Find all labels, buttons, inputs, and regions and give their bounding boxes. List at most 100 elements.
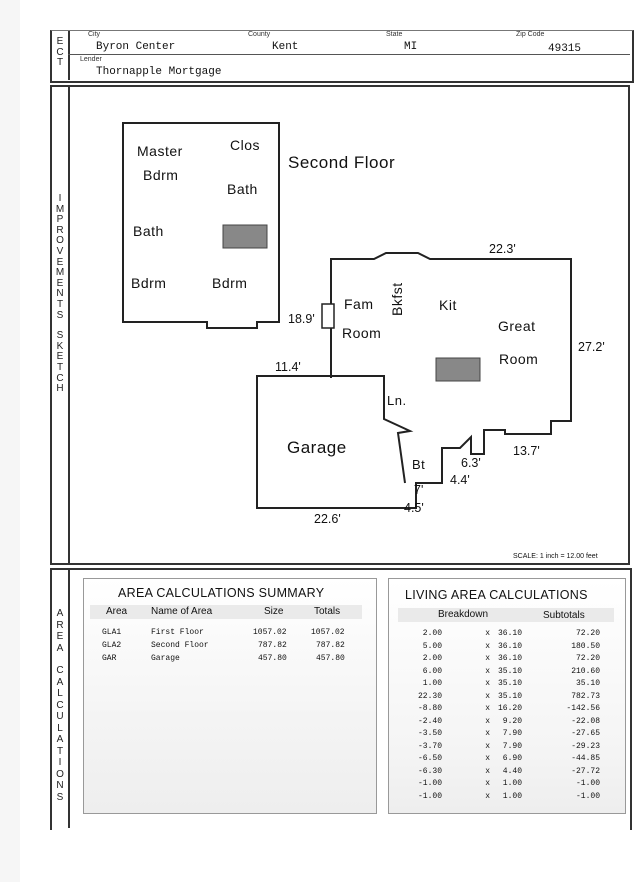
dimension-label: 11.4' [275,360,301,374]
row-factor-a: -3.50 [417,729,442,738]
row-operator: x [485,791,490,801]
row-factor-b: 36.10 [497,629,522,638]
room-great-room: Room [499,351,539,367]
area-section [50,568,632,830]
side-letter: I [58,757,62,768]
area-side-title: A R E A C A L C U L A T I O N S [53,608,67,803]
row-subtotal: -27.65 [571,729,600,738]
row-code: GLA2 [102,641,122,650]
area-side-band [52,570,70,828]
subject-side-band [52,31,70,80]
row-size: 1057.02 [253,628,287,637]
side-letter: T [56,57,64,69]
row-factor-b: 35.10 [497,679,522,688]
side-letter: S [56,330,64,342]
row-factor-a: -2.40 [417,716,442,726]
side-letter: C [56,46,64,58]
side-letter: A [56,734,64,745]
row-subtotal: -1.00 [575,779,600,788]
row-subtotal: 210.60 [571,666,600,676]
state-value: MI [404,41,418,53]
sketch-side-band [52,87,70,563]
row-factor-a: -3.70 [417,741,442,751]
subject-side-title: E C T [53,36,67,69]
row-subtotal: -27.72 [571,766,600,776]
row-subtotal: 35.10 [575,679,600,688]
room-bkfst: Bkfst [389,282,405,316]
second-floor-outline [122,122,280,329]
main-floor-outline [256,252,572,509]
row-subtotal: 782.73 [571,691,600,701]
zip-value: 49315 [548,43,582,55]
row-subtotal: 72.20 [575,629,600,638]
row-operator: x [485,779,490,788]
county-label: County [248,31,271,38]
side-letter: R [56,619,64,631]
room-bath-upper: Bath [227,181,258,197]
side-letter: C [56,665,64,676]
row-operator: x [485,679,490,688]
summary-header-totals: Totals [314,606,341,617]
row-factor-b: 36.10 [497,654,522,663]
subject-section [50,30,634,83]
row-operator: x [485,629,490,638]
side-letter: T [56,361,64,373]
scale-note: SCALE: 1 inch = 12.00 feet [513,553,598,560]
row-subtotal: -29.23 [571,741,600,751]
sketch-title: Second Floor [288,153,396,172]
row-operator: x [485,666,490,676]
row-name: First Floor [151,628,204,637]
row-size: 787.82 [258,641,287,650]
row-operator: x [485,704,490,713]
row-factor-b: 1.00 [502,791,522,801]
row-factor-a: 2.00 [422,629,442,638]
row-factor-b: 35.10 [497,691,522,701]
summary-header-name: Name of Area [151,606,213,617]
sketch-section [50,85,630,565]
row-subtotal: -1.00 [575,791,600,801]
side-letter: E [56,351,64,363]
room-bdrm-right: Bdrm [212,275,248,291]
room-great: Great [498,318,536,334]
row-factor-a: -6.30 [417,766,442,776]
row-factor-b: 7.90 [502,729,522,738]
side-letter: K [56,340,64,352]
row-factor-a: 22.30 [417,691,442,701]
dimension-label: 7' [414,483,424,497]
city-label: City [88,31,101,38]
row-factor-a: 2.00 [422,654,442,663]
room-bath-lower: Bath [133,223,164,239]
room-garage: Garage [287,438,347,457]
side-letter: V [56,245,64,257]
row-factor-a: -8.80 [417,704,442,713]
row-total: 457.80 [316,654,345,663]
fireplace-box [321,303,335,329]
side-letter: T [56,298,64,310]
side-letter: S [56,791,64,803]
row-name: Second Floor [151,641,209,650]
side-letter: O [56,235,64,247]
side-letter: S [56,309,64,321]
room-fam-room: Room [342,325,382,341]
side-letter: E [56,36,64,47]
side-letter: N [56,288,64,300]
side-letter: N [56,780,64,791]
row-factor-b: 4.40 [502,766,522,776]
side-letter: U [56,711,64,722]
room-bdrm-master: Bdrm [143,167,179,183]
appraisal-page: E C T City Byron Center County Kent Stat… [20,0,640,882]
side-letter: C [56,699,64,711]
side-letter: A [56,642,64,654]
row-operator: x [485,716,490,726]
room-kit: Kit [439,297,457,313]
row-subtotal: 72.20 [575,654,600,663]
